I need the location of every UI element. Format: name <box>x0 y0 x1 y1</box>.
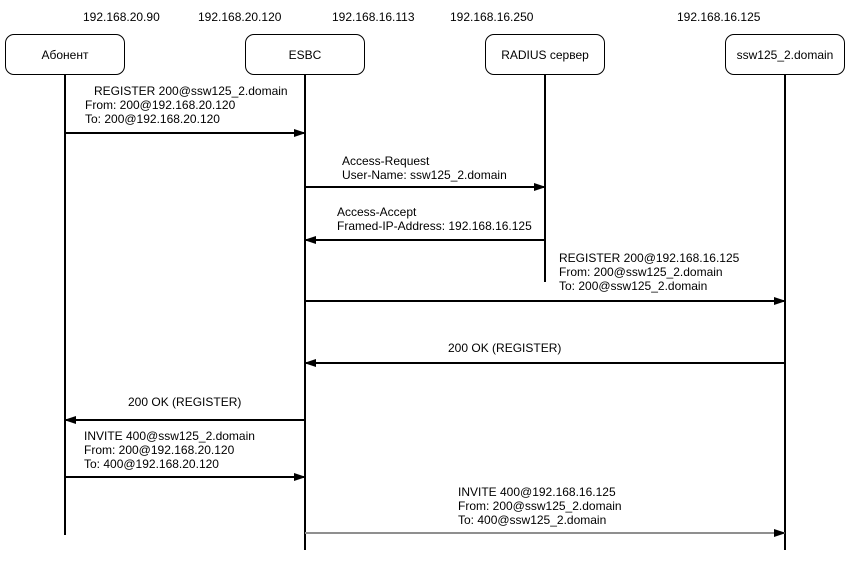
message-4-line-2: From: 200@ssw125_2.domain <box>559 265 723 279</box>
message-8-line-3: To: 400@ssw125_2.domain <box>458 513 607 527</box>
message-1-line-2: From: 200@192.168.20.120 <box>85 98 236 112</box>
message-1-line-3: To: 200@192.168.20.120 <box>85 112 220 126</box>
message-2-line-1: Access-Request <box>342 154 430 168</box>
message-4-line-1: REGISTER 200@192.168.16.125 <box>559 251 740 265</box>
message-7-label: INVITE 400@ssw125_2.domain From: 200@192… <box>84 429 255 471</box>
ip-label-esbc-outside: 192.168.16.113 <box>332 10 415 24</box>
ip-label-ssw: 192.168.16.125 <box>677 10 761 24</box>
ip-label-radius: 192.168.16.250 <box>450 10 534 24</box>
message-5-arrow <box>305 362 785 364</box>
actor-radius-server-label: RADIUS сервер <box>501 47 589 62</box>
ip-label-esbc-inside: 192.168.20.120 <box>198 10 282 24</box>
message-7-line-3: To: 400@192.168.20.120 <box>84 457 219 471</box>
message-3-label: Access-Accept Framed-IP-Address: 192.168… <box>337 205 532 233</box>
message-3-arrow <box>305 239 545 241</box>
message-2-line-2: User-Name: ssw125_2.domain <box>342 168 507 182</box>
actor-abonent: Абонент <box>5 34 125 75</box>
message-6-arrow <box>65 419 305 421</box>
actor-esbc-label: ESBC <box>288 47 322 62</box>
message-5-label: 200 OK (REGISTER) <box>448 341 561 355</box>
message-7-arrow <box>65 476 305 478</box>
actor-abonent-label: Абонент <box>41 47 89 62</box>
message-8-line-2: From: 200@ssw125_2.domain <box>458 499 622 513</box>
message-1-arrow <box>65 132 305 134</box>
lifeline-esbc <box>304 74 306 550</box>
message-6-line-1: 200 OK (REGISTER) <box>128 395 242 409</box>
message-5-line-1: 200 OK (REGISTER) <box>448 341 562 355</box>
message-7-line-1: INVITE 400@ssw125_2.domain <box>84 429 255 443</box>
actor-esbc: ESBC <box>245 34 365 75</box>
lifeline-ssw125-2 <box>784 74 786 550</box>
ip-label-abonent: 192.168.20.90 <box>83 10 160 24</box>
message-8-line-1: INVITE 400@192.168.16.125 <box>458 485 616 499</box>
message-1-line-1: REGISTER 200@ssw125_2.domain <box>94 84 288 98</box>
message-8-label: INVITE 400@192.168.16.125 From: 200@ssw1… <box>458 485 622 527</box>
actor-ssw125-2-label: ssw125_2.domain <box>736 47 834 62</box>
message-3-line-2: Framed-IP-Address: 192.168.16.125 <box>337 219 532 233</box>
lifeline-radius-server <box>544 74 546 282</box>
message-3-line-1: Access-Accept <box>337 205 417 219</box>
message-1-label: REGISTER 200@ssw125_2.domain From: 200@1… <box>85 84 288 126</box>
actor-ssw125-2: ssw125_2.domain <box>725 34 845 75</box>
message-4-arrow <box>305 300 785 302</box>
message-4-line-3: To: 200@ssw125_2.domain <box>559 279 708 293</box>
actor-radius-server: RADIUS сервер <box>485 34 605 75</box>
message-6-label: 200 OK (REGISTER) <box>128 395 241 409</box>
message-8-arrow <box>305 532 785 534</box>
message-2-label: Access-Request User-Name: ssw125_2.domai… <box>342 154 507 182</box>
message-4-label: REGISTER 200@192.168.16.125 From: 200@ss… <box>559 251 739 293</box>
message-7-line-2: From: 200@192.168.20.120 <box>84 443 235 457</box>
lifeline-abonent <box>64 74 66 535</box>
message-2-arrow <box>305 186 545 188</box>
